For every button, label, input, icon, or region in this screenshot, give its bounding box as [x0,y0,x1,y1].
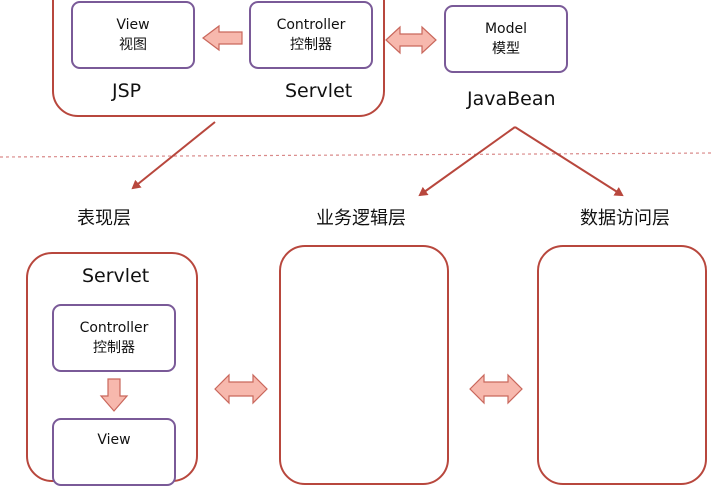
controller-box: Controller 控制器 [249,1,373,69]
servlet-label-top: Servlet [285,80,353,102]
jsp-label: JSP [112,80,142,102]
model-box-zh: 模型 [492,41,520,57]
controller-model-double-arrow [385,25,437,55]
presentation-layer-title: 表现层 [77,208,131,229]
bottom-controller-to-view-arrow [99,378,129,412]
javabean-to-data-access-line [514,126,624,197]
bottom-controller-box-en: Controller [79,320,149,336]
business-data-access-double-arrow [469,373,523,405]
divider-line [0,152,713,158]
presentation-business-double-arrow [214,373,268,405]
javabean-label: JavaBean [467,88,556,110]
javabean-to-business-line [418,126,516,197]
controller-to-view-arrow [202,24,243,52]
data-access-layer-title: 数据访问层 [580,208,670,229]
model-box: Model 模型 [444,5,568,73]
bottom-controller-box-zh: 控制器 [93,340,135,356]
model-box-en: Model [484,21,528,37]
controller-box-zh: 控制器 [290,37,332,53]
view-box-zh: 视图 [119,37,147,53]
view-box: View 视图 [71,1,195,69]
jsp-servlet-to-presentation-line [131,121,216,190]
servlet-label-bottom: Servlet [82,265,150,287]
diagram-overlay [0,24,713,412]
business-layer-title: 业务逻辑层 [316,208,406,229]
view-box-en: View [116,17,150,33]
bottom-view-box-en: View [97,432,131,448]
bottom-controller-box: Controller 控制器 [52,304,176,372]
controller-box-en: Controller [276,17,346,33]
